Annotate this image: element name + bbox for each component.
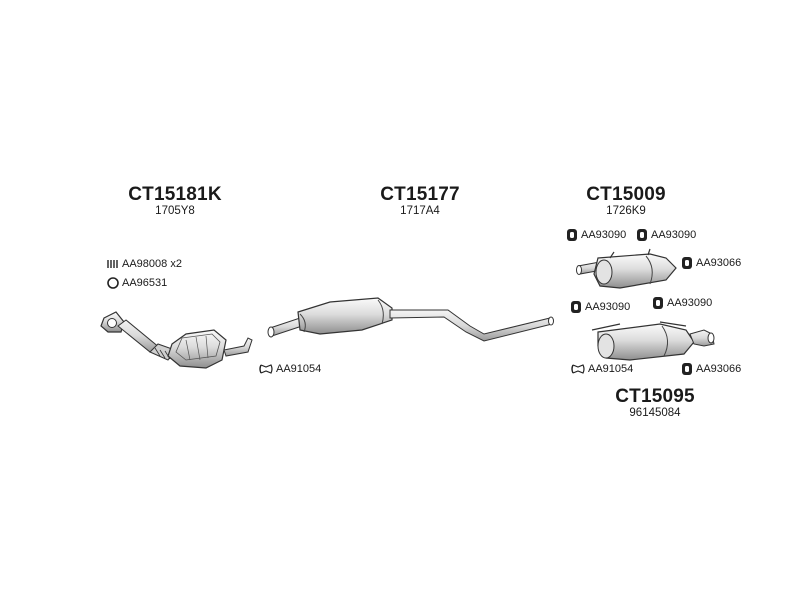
rear-upper-part-ref: 1726K9 xyxy=(606,205,646,217)
rubber-mount-icon xyxy=(565,228,579,242)
accessory-label: AA96531 xyxy=(122,277,168,289)
rear-upper-part-code[interactable]: CT15009 xyxy=(586,184,666,205)
middle-part-code[interactable]: CT15177 xyxy=(380,184,460,205)
accessory-item[interactable]: AA93066 xyxy=(680,362,741,376)
accessory-item[interactable]: AA93090 xyxy=(635,228,696,242)
accessory-item[interactable]: AA96531 xyxy=(106,276,167,290)
rubber-mount-icon xyxy=(635,228,649,242)
catalytic-converter-drawing[interactable] xyxy=(100,311,253,369)
clamp-icon xyxy=(570,362,586,376)
accessory-item[interactable]: AA91054 xyxy=(258,362,321,376)
spring-bolt-icon xyxy=(106,257,120,271)
rubber-mount-icon xyxy=(680,362,694,376)
rear-silencer-lower-drawing[interactable] xyxy=(591,321,715,361)
clamp-icon xyxy=(258,362,274,376)
rear-silencer-upper-drawing[interactable] xyxy=(576,248,677,289)
gasket-ring-icon xyxy=(106,276,120,290)
accessory-item[interactable]: AA93066 xyxy=(680,256,741,270)
accessory-item[interactable]: AA93090 xyxy=(651,296,712,310)
accessory-item[interactable]: AA93090 xyxy=(565,228,626,242)
accessory-label: AA91054 xyxy=(588,363,634,375)
accessory-label: AA93066 xyxy=(696,363,742,375)
rear-lower-part-ref: 96145084 xyxy=(629,407,681,419)
rubber-mount-icon xyxy=(680,256,694,270)
accessory-label: AA93066 xyxy=(696,257,742,269)
front-part-code[interactable]: CT15181K xyxy=(128,184,222,205)
rubber-mount-icon xyxy=(651,296,665,310)
accessory-item[interactable]: AA91054 xyxy=(570,362,633,376)
accessory-label: AA91054 xyxy=(276,363,322,375)
accessory-label: AA93090 xyxy=(581,229,627,241)
rear-lower-part-code[interactable]: CT15095 xyxy=(615,386,695,407)
middle-part-ref: 1717A4 xyxy=(400,205,440,217)
accessory-label: AA98008 x2 xyxy=(122,258,182,270)
front-part-ref: 1705Y8 xyxy=(155,205,195,217)
accessory-item[interactable]: AA93090 xyxy=(569,300,630,314)
middle-silencer-drawing[interactable] xyxy=(267,297,554,342)
accessory-item[interactable]: AA98008 x2 xyxy=(106,257,182,271)
accessory-label: AA93090 xyxy=(651,229,697,241)
rubber-mount-icon xyxy=(569,300,583,314)
accessory-label: AA93090 xyxy=(585,301,631,313)
accessory-label: AA93090 xyxy=(667,297,713,309)
